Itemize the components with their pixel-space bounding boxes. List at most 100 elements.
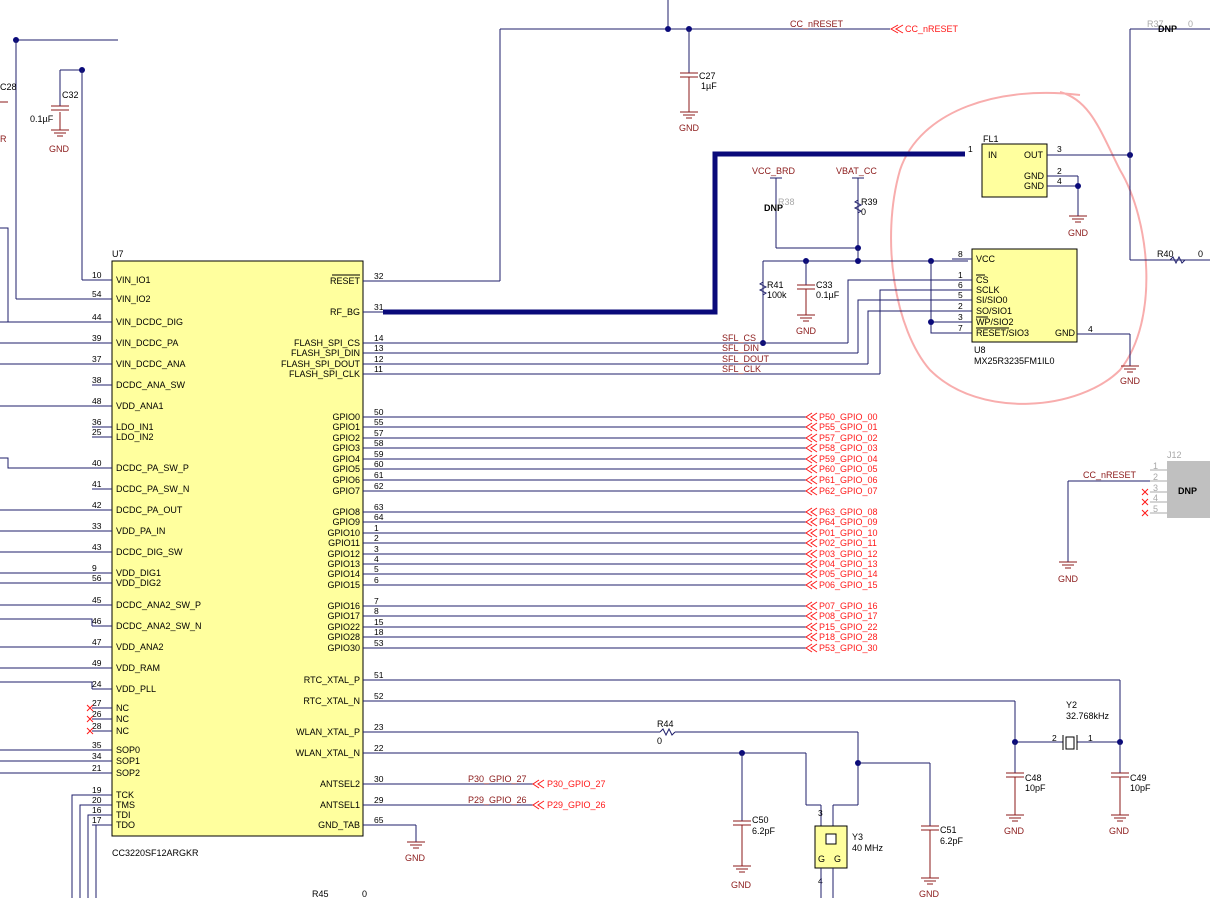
u7-left-pin-name: SOP2: [116, 768, 140, 778]
spi-net-label: SFL_CS: [722, 333, 756, 343]
r39-value: 0: [861, 207, 866, 217]
fl1-ref: FL1: [983, 134, 999, 144]
u7-left-pin-num: 49: [92, 658, 102, 668]
u7-left-pin-num: 9: [92, 563, 97, 573]
u7-right-pin-num: 59: [374, 449, 384, 459]
u7-right-pin-name: WLAN_XTAL_N: [296, 748, 360, 758]
gpio-port-arrow: [805, 622, 818, 632]
u7-left-pins: VIN_IO110VIN_IO254VIN_DCDC_DIG44VIN_DCDC…: [86, 270, 202, 830]
u7-right-pin-num: 62: [374, 481, 384, 491]
u7-left-pin-name: VIN_IO2: [116, 294, 151, 304]
u7-left-pin-name: NC: [116, 703, 129, 713]
u7-right-pin-num: 55: [374, 417, 384, 427]
spi-net-label: SFL_DOUT: [722, 354, 770, 364]
c51-ref: C51: [940, 825, 957, 835]
jtag-wire: [71, 794, 92, 898]
r37-value: 0: [1188, 19, 1193, 29]
u7-left-pin-num: 47: [92, 637, 102, 647]
u7-right-pin-num: 61: [374, 470, 384, 480]
fl1-pin3: 3: [1057, 144, 1062, 154]
u7-left-pin-name: VDD_DIG1: [116, 568, 161, 578]
u7-right-pin-name: GND_TAB: [318, 820, 360, 830]
u7-left-pin-name: DCDC_ANA2_SW_N: [116, 621, 202, 631]
u8-pin-num: 8: [958, 249, 963, 259]
antsel-net-label: P29_GPIO_26: [468, 795, 527, 805]
j12-pin-num: 5: [1153, 504, 1158, 514]
u7-right-pin-num: 13: [374, 343, 384, 353]
gpio-port-label: P18_GPIO_28: [819, 632, 878, 642]
gnd-label-j12: GND: [1058, 574, 1079, 584]
c27-ref: C27: [699, 71, 716, 81]
u7-right-pin-name: RTC_XTAL_P: [304, 675, 360, 685]
u7-right-pin-num: 52: [374, 691, 384, 701]
u7-right-pin-name: ANTSEL2: [320, 779, 360, 789]
u7-right-pin-name: GPIO5: [332, 464, 360, 474]
u7-right-pin-name: RTC_XTAL_N: [303, 696, 360, 706]
r40-ref: R40: [1157, 249, 1174, 259]
cc-nreset-net: CC_nRESET: [790, 19, 844, 29]
u8-pin-name: RESET/SIO3: [976, 328, 1029, 338]
gpio-port-label: P59_GPIO_04: [819, 454, 878, 464]
y3-value: 40 MHz: [852, 843, 884, 853]
y2-value: 32.768kHz: [1066, 711, 1110, 721]
u7-left-pin-name: VIN_IO1: [116, 275, 151, 285]
gnd-label-c27: GND: [679, 123, 700, 133]
u7-left-pin-num: 26: [92, 709, 102, 719]
gpio-port-label: P07_GPIO_16: [819, 601, 878, 611]
y3-ref: Y3: [852, 832, 863, 842]
j12-pin-num: 1: [1153, 461, 1158, 471]
u7-right-pin-name: GPIO11: [328, 538, 360, 548]
nc-cross: [86, 727, 94, 735]
gpio-port-arrow: [805, 433, 818, 443]
u7-right-pin-name: GPIO6: [332, 475, 360, 485]
cc-nreset-port: CC_nRESET: [905, 24, 959, 34]
gpio-port-label: P01_GPIO_10: [819, 528, 878, 538]
gnd-label-c51: GND: [919, 889, 940, 898]
jtag-wire: [92, 824, 97, 898]
u7-left-pin-num: 54: [92, 289, 102, 299]
u7-left-pin-num: 35: [92, 740, 102, 750]
u7-left-pin-num: 21: [92, 763, 102, 773]
gpio-port-label: P61_GPIO_06: [819, 475, 878, 485]
u8-pin-name: VCC: [976, 254, 996, 264]
u8-pin-name: WP/SIO2: [976, 317, 1014, 327]
u7-left-pin-num: 37: [92, 354, 102, 364]
u7-left-pin-num: 43: [92, 542, 102, 552]
r45-ref: R45: [312, 889, 329, 898]
u7-left-pin-name: DCDC_PA_SW_P: [116, 463, 189, 473]
gpio-port-arrow: [805, 422, 818, 432]
c50-value: 6.2pF: [752, 826, 776, 836]
u7-left-pin-num: 24: [92, 679, 102, 689]
u7-left-pin-name: VIN_DCDC_ANA: [116, 359, 186, 369]
nc-cross: [1141, 498, 1149, 506]
c49-ref: C49: [1130, 773, 1147, 783]
c50-ref: C50: [752, 815, 769, 825]
u7-left-pin-name: DCDC_ANA_SW: [116, 380, 186, 390]
spi-net-label: SFL_CLK: [722, 364, 761, 374]
gnd-label-c32: GND: [49, 144, 70, 154]
u7-left-pin-name: TDO: [116, 820, 135, 830]
y2-pin2: 2: [1052, 733, 1057, 743]
y2-ref: Y2: [1066, 700, 1077, 710]
u7-right-pin-name: GPIO28: [327, 632, 360, 642]
u7-left-pin-name: VDD_ANA1: [116, 401, 164, 411]
u7-right-pin-num: 63: [374, 502, 384, 512]
u7-left-pin-num: 36: [92, 417, 102, 427]
u7-left-pin-num: 20: [92, 795, 102, 805]
r38-dnp: DNP: [764, 203, 783, 213]
u7-right-pin-name: GPIO9: [332, 517, 360, 527]
u7-part: CC3220SF12ARGKR: [112, 848, 199, 858]
u8-pins: VCC8CS1SCLK6SI/SIO05SO/SIO12WP/SIO23RESE…: [952, 249, 1029, 338]
u7-left-pin-name: VDD_RAM: [116, 663, 160, 673]
u8-gnd-num: 4: [1088, 324, 1093, 334]
u7-right-pin-name: GPIO17: [327, 611, 360, 621]
u7-right-pin-num: 57: [374, 428, 384, 438]
u7-left-pin-num: 56: [92, 573, 102, 583]
gpio-port-arrow: [805, 580, 818, 590]
u7-right-pin-num: 18: [374, 627, 384, 637]
jtag-wire: [79, 804, 92, 898]
u7-left-pin-name: SOP1: [116, 756, 140, 766]
gpio-port-arrow: [805, 538, 818, 548]
